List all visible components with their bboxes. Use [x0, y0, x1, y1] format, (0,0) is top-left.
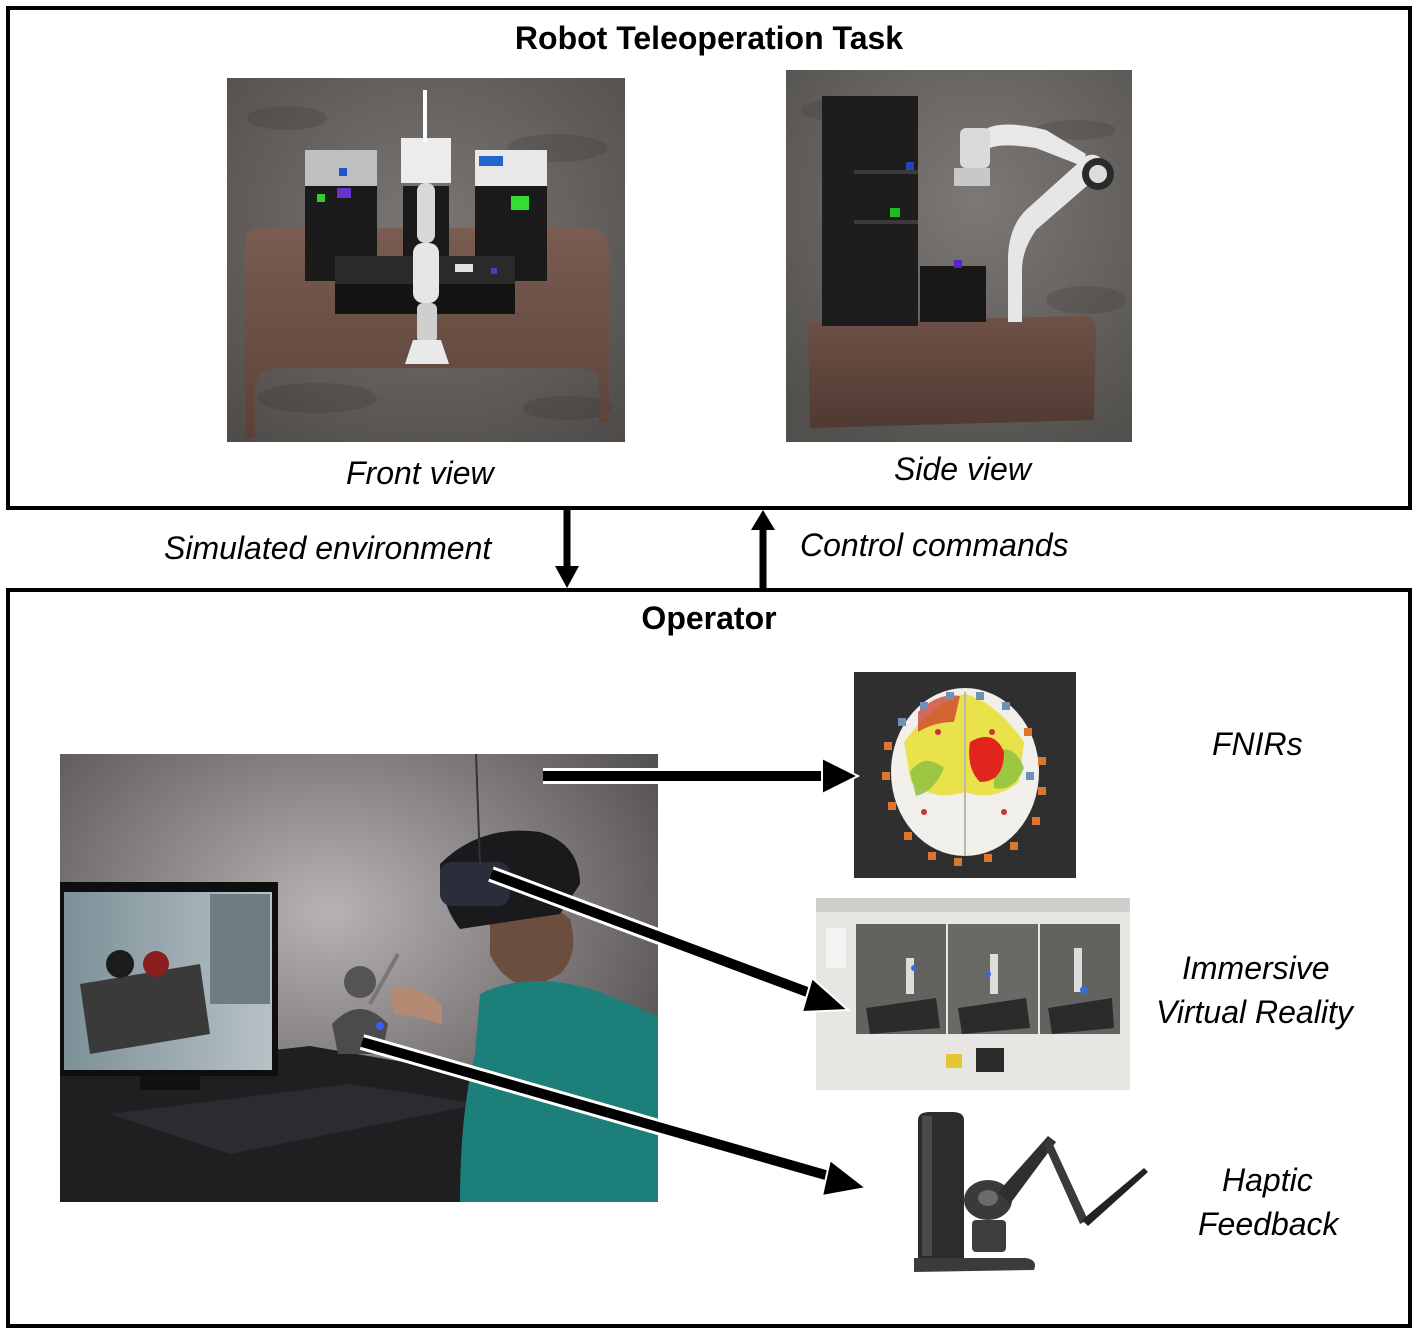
haptic-label-line2: Feedback	[1198, 1206, 1339, 1242]
vr-label-line2: Virtual Reality	[1156, 994, 1353, 1030]
control-commands-label: Control commands	[800, 527, 1069, 563]
front-view-image	[227, 78, 625, 442]
down-arrow	[555, 510, 579, 588]
side-view-image	[786, 70, 1132, 442]
operator-photo	[60, 754, 658, 1202]
bottom-panel-title: Operator	[641, 600, 777, 636]
fnirs-brain-image	[854, 672, 1076, 878]
simulated-environment-label: Simulated environment	[164, 530, 492, 566]
fnirs-label: FNIRs	[1212, 726, 1303, 762]
haptic-label-line1: Haptic	[1222, 1162, 1313, 1198]
side-view-caption: Side view	[894, 451, 1031, 487]
front-view-caption: Front view	[346, 455, 494, 491]
operator-panel: Operator	[6, 588, 1412, 1328]
vr-label-line1: Immersive	[1182, 950, 1330, 986]
haptic-device-image	[906, 1108, 1152, 1280]
up-arrow	[751, 510, 775, 588]
top-panel-title: Robot Teleoperation Task	[514, 20, 904, 56]
vr-environment-image	[816, 898, 1130, 1090]
robot-teleoperation-panel: Robot Teleoperation Task	[6, 6, 1412, 510]
